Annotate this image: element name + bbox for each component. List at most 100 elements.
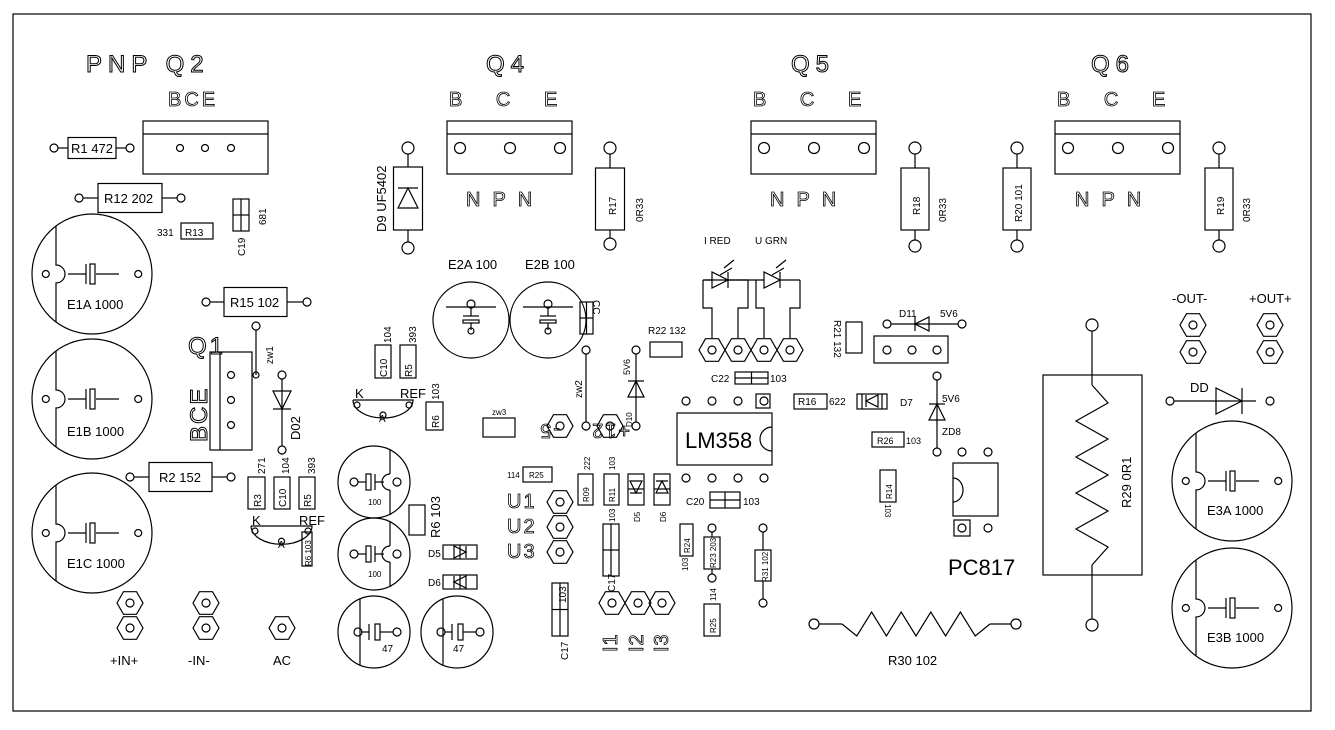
electrolytic-capacitor [337, 595, 411, 669]
r6c-label: R6 103 [428, 496, 443, 538]
ac-terminal [268, 616, 296, 640]
ic-pin [759, 473, 769, 483]
r16-body [793, 393, 828, 410]
d9-label: D9 UF5402 [374, 166, 389, 232]
r25b-label: R25 [709, 618, 718, 633]
transistor-pin [175, 143, 185, 153]
pad [49, 143, 59, 153]
r19-label: R19 [1216, 196, 1227, 215]
zd8-value: 5V6 [942, 394, 960, 405]
pad [1212, 141, 1226, 155]
pad [808, 618, 820, 630]
r5b-value: 393 [408, 326, 419, 343]
pad [1010, 618, 1022, 630]
pad [603, 237, 617, 251]
electrolytic-capacitor [337, 445, 411, 519]
e1b-capacitor [31, 338, 153, 460]
pad [1265, 396, 1275, 406]
q1-pins: BCE [186, 387, 213, 442]
d11-value: 5V6 [940, 309, 958, 320]
c20-label: C20 [686, 497, 705, 508]
pad [1181, 476, 1190, 486]
pad [581, 421, 591, 431]
e2a-capacitor [432, 281, 510, 359]
pad [134, 528, 143, 538]
c17a-label: C17 [607, 573, 618, 592]
d9-diode [397, 186, 419, 209]
cap-47b-label: 47 [453, 644, 465, 655]
pad [882, 319, 892, 329]
pad [251, 321, 261, 331]
r21-body [845, 321, 863, 354]
transistor-pin [757, 141, 771, 155]
pad [392, 477, 402, 487]
transistor-pin [503, 141, 517, 155]
i1-label: I1 [600, 633, 622, 652]
a2-label: A [379, 414, 386, 425]
transistor-pin [226, 395, 236, 405]
cc-label: CC [590, 300, 601, 314]
c10-label: C10 [278, 488, 289, 507]
minus5-terminal [546, 414, 574, 438]
pad-hole [125, 623, 135, 633]
pad-hole [1265, 320, 1275, 330]
pad [353, 401, 361, 409]
e2b-label: E2B 100 [525, 257, 575, 272]
q6-heatsink [1054, 120, 1181, 175]
polarity-band [55, 226, 66, 322]
ic-pin [707, 396, 717, 406]
pad [277, 445, 287, 455]
minus5-label: -5 [538, 419, 560, 441]
q1-title: Q1 [188, 333, 226, 360]
r26-body [871, 431, 905, 448]
q1-body [209, 351, 253, 451]
r2-body [148, 461, 213, 493]
d7-body [856, 393, 888, 410]
r25b-value: 114 [709, 588, 718, 601]
pad [392, 549, 402, 559]
u2-label: U2 [507, 516, 537, 538]
pad [932, 447, 942, 457]
pad [631, 345, 641, 355]
out-pos-label: +OUT+ [1249, 291, 1292, 306]
q5-title: Q5 [791, 51, 835, 78]
header-pin [932, 345, 942, 355]
polarity-band [55, 485, 66, 581]
r6b-body [425, 401, 444, 431]
pad-hole [607, 598, 617, 608]
r13-value: 331 [157, 228, 174, 239]
q4-pins: B C E [449, 89, 571, 111]
r17-body [594, 167, 626, 231]
d9-body [392, 166, 424, 231]
r14-body [879, 469, 897, 503]
pad [1274, 476, 1283, 486]
c17b-label: C17 [560, 641, 571, 660]
out-neg-terminal [1179, 313, 1207, 337]
r15-body [223, 286, 288, 318]
component-body [457, 623, 464, 641]
polarity-band [55, 351, 66, 447]
r09-value: 222 [583, 456, 592, 470]
r15-label: R15 102 [230, 295, 279, 310]
pad [1085, 618, 1099, 632]
u1-label: U1 [507, 491, 537, 513]
i3-label: I3 [651, 633, 673, 652]
q5-heatsink [750, 120, 877, 175]
component-outlines [31, 120, 1293, 669]
lm358-label: LM358 [685, 428, 752, 453]
pad [277, 370, 287, 380]
pad [581, 345, 591, 355]
d7-label: D7 [900, 398, 913, 409]
i-header-pad [598, 591, 626, 615]
ic-pin [733, 396, 743, 406]
d02-diode [272, 390, 292, 411]
pad-hole [707, 345, 717, 355]
pad [41, 528, 50, 538]
r09-body [577, 473, 594, 506]
e1c-capacitor [31, 472, 153, 594]
pad-hole [657, 598, 667, 608]
q4-heatsink [446, 120, 573, 175]
q2-pins: BCE [168, 89, 218, 111]
r11-label: R11 [608, 487, 617, 502]
